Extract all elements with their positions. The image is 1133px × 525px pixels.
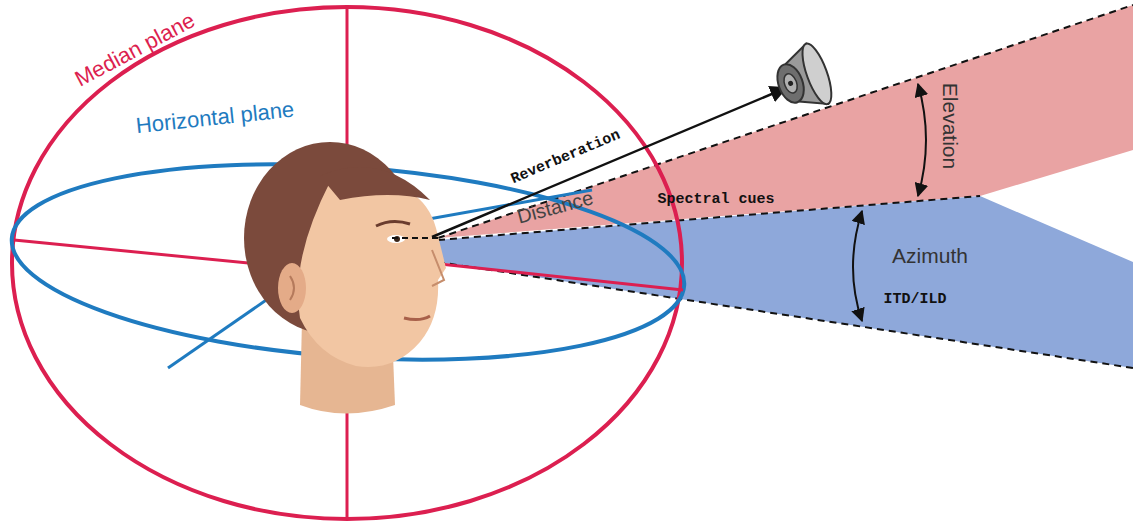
elevation-arc <box>918 84 926 196</box>
dimension-label: Azimuth <box>892 244 968 267</box>
azimuth-arc <box>853 211 862 321</box>
cue-label: Spectral cues <box>657 192 774 209</box>
distance-arrow <box>432 88 786 237</box>
plane-line <box>440 264 683 290</box>
cue-label: ITD/ILD <box>883 292 946 309</box>
speaker-icon <box>768 40 837 117</box>
elevation-wedge <box>438 5 1133 238</box>
head-illustration <box>244 142 446 414</box>
plane-label: Horizontal plane <box>135 98 296 139</box>
plane-label: Median plane <box>71 8 199 91</box>
plane-line <box>168 296 272 368</box>
plane-line <box>346 8 349 150</box>
dashed-line <box>438 5 1133 238</box>
plane-line <box>14 240 268 265</box>
plane-line <box>346 400 349 518</box>
horizontal-plane-ellipse <box>5 144 691 381</box>
dimension-label: Elevation <box>938 83 961 169</box>
median-plane-ellipse <box>12 7 682 519</box>
